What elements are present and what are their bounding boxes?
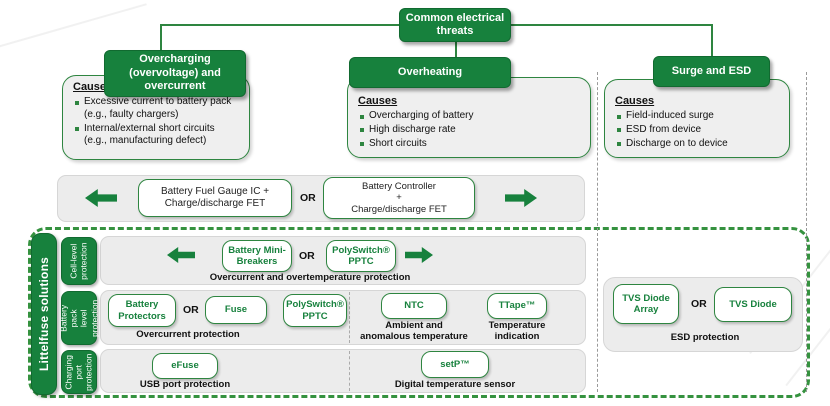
ntc-caption: Ambient and anomalous temperature (360, 320, 468, 343)
port-row-caption: USB port protection (139, 379, 231, 390)
setp-caption: Digital temperature sensor (394, 379, 516, 390)
efuse-box: eFuse (152, 353, 218, 379)
connector-line (455, 40, 457, 59)
battery-fuel-gauge-box: Battery Fuel Gauge IC + Charge/discharge… (138, 179, 292, 217)
cell-row-caption: Overcurrent and overtemperature protecti… (209, 272, 411, 283)
littelfuse-solutions-text: Littelfuse solutions (37, 256, 52, 372)
battery-controller-box: Battery Controller + Charge/discharge FE… (323, 177, 475, 219)
causes-box-surge-esd: Causes Field-induced surge ESD from devi… (604, 79, 790, 158)
causes-heading: Causes (615, 95, 655, 107)
row-divider (349, 292, 350, 343)
tab-label: Cell-level protection (68, 242, 89, 280)
or-label: OR (691, 298, 707, 310)
battery-protectors-box: Battery Protectors (108, 294, 176, 327)
connector-line (711, 24, 713, 57)
causes-heading: Causes (73, 81, 113, 93)
ttape-caption: Temperature indication (488, 320, 546, 343)
connector-line (160, 24, 162, 53)
threat-surge-esd-box: Surge and ESD (653, 56, 770, 87)
row-divider (349, 351, 350, 391)
cause-item: Overcharging of battery (358, 110, 582, 123)
polyswitch-pptc-box: PolySwitch® PPTC (283, 294, 347, 327)
cause-item: ESD from device (615, 124, 781, 137)
ntc-box: NTC (381, 293, 447, 319)
or-label: OR (183, 304, 199, 316)
esd-caption: ESD protection (670, 332, 740, 343)
or-label: OR (300, 192, 316, 204)
fuse-box: Fuse (205, 296, 267, 324)
decorative-swoosh (0, 3, 147, 55)
cause-item: Field-induced surge (615, 110, 781, 123)
cause-item: Internal/external short circuits (e.g., … (73, 123, 241, 149)
threat-overheating-box: Overheating (349, 57, 511, 88)
causes-heading: Causes (358, 95, 398, 107)
cause-item: High discharge rate (358, 124, 582, 137)
littelfuse-solutions-label: Littelfuse solutions (31, 233, 57, 395)
tab-cell-level-protection: Cell-level protection (61, 237, 97, 285)
or-label: OR (299, 250, 315, 262)
cause-item: Short circuits (358, 138, 582, 151)
root-threat-box: Common electrical threats (399, 8, 511, 42)
threat-overcharging-box: Overcharging (overvoltage) and overcurre… (104, 50, 246, 97)
causes-list: Excessive current to battery pack (e.g.,… (73, 96, 241, 148)
causes-list: Overcharging of battery High discharge r… (358, 110, 582, 150)
cause-item: Discharge on to device (615, 138, 781, 151)
tab-label: Battery pack level protection (58, 299, 100, 337)
tvs-diode-box: TVS Diode (714, 287, 792, 322)
ttape-box: TTape™ (487, 293, 547, 319)
cause-item: Excessive current to battery pack (e.g.,… (73, 96, 241, 122)
polyswitch-pptc-box: PolySwitch® PPTC (326, 240, 396, 272)
setp-box: setP™ (421, 351, 489, 378)
tab-battery-pack-level-protection: Battery pack level protection (58, 291, 100, 345)
surge-esd-column-outline (597, 72, 807, 392)
tab-charging-port-protection: Charging port protection (61, 350, 97, 394)
causes-list: Field-induced surge ESD from device Disc… (615, 110, 781, 150)
littelfuse-solutions-outline (28, 227, 810, 398)
pack-row-caption: Overcurrent protection (136, 329, 240, 340)
battery-mini-breakers-box: Battery Mini- Breakers (222, 240, 292, 272)
causes-box-overheating: Causes Overcharging of battery High disc… (347, 77, 591, 158)
tab-label: Charging port protection (63, 353, 95, 391)
tvs-diode-array-box: TVS Diode Array (613, 284, 679, 324)
